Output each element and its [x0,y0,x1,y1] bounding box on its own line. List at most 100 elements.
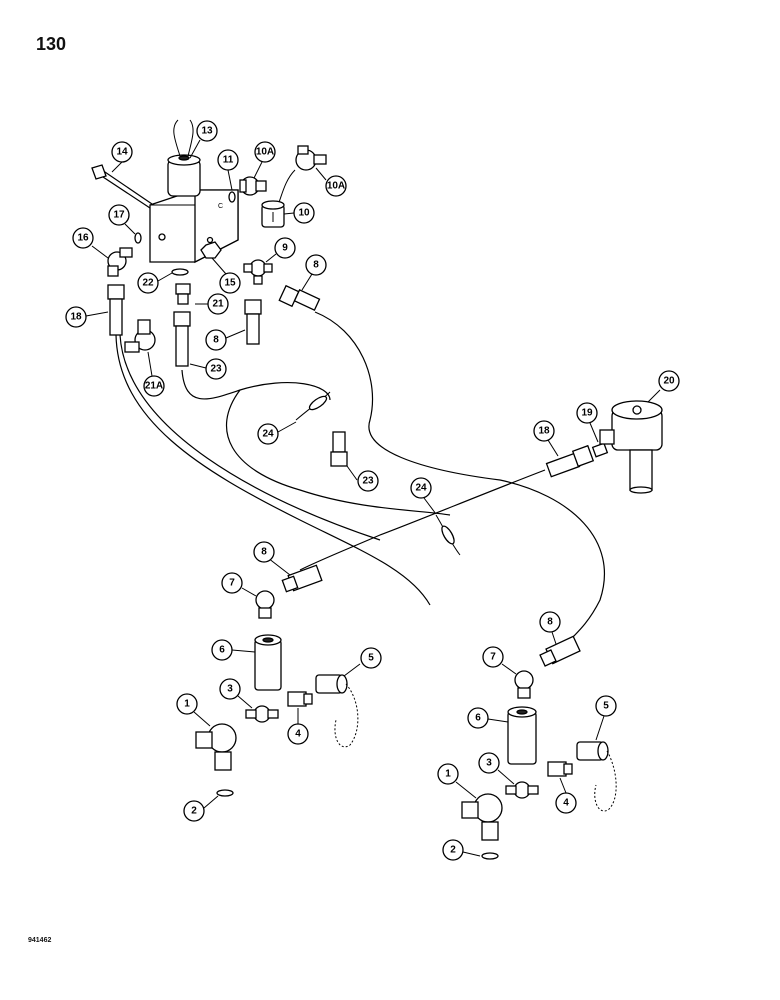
svg-text:6: 6 [475,713,481,724]
solenoid-valve-block: C [149,119,239,264]
lower-left-assembly [195,564,359,797]
valve-20 [599,400,663,494]
callout-1-lower-left: 1 [176,693,198,715]
elbow-fitting-10a [277,145,327,206]
svg-text:6: 6 [219,645,225,656]
svg-text:14: 14 [116,147,128,158]
callout-22: 22 [137,272,159,294]
elbow-fitting-21a [124,319,156,353]
callout-7-lower-left: 7 [221,572,243,594]
svg-text:1: 1 [184,699,190,710]
o-ring-22 [171,268,189,276]
svg-text:8: 8 [313,260,319,271]
svg-text:17: 17 [113,210,125,221]
callout-4-lower-right: 4 [555,792,577,814]
page-number: 130 [36,34,67,54]
svg-text:4: 4 [563,798,569,809]
hose-end-18-upper [107,284,125,336]
svg-text:20: 20 [663,376,675,387]
callout-15: 15 [219,272,241,294]
svg-text:11: 11 [223,155,234,166]
callout-6-lower-left: 6 [211,639,233,661]
svg-text:3: 3 [486,758,492,769]
svg-text:C: C [218,203,223,210]
callout-8-lower-left: 8 [253,541,275,563]
callout-18-upper-left: 18 [65,306,87,328]
callout-5-lower-left: 5 [360,647,382,669]
svg-text:7: 7 [490,652,496,663]
o-ring-12 [228,191,236,203]
hose-end-8-upper-left [244,299,262,345]
callout-16: 16 [72,227,94,249]
svg-text:9: 9 [282,243,288,254]
svg-text:21A: 21A [145,381,163,392]
fitting-19 [591,442,609,458]
callout-7-lower-right: 7 [482,646,504,668]
callout-11: 10A [254,141,276,163]
svg-text:15: 15 [224,278,236,289]
svg-text:2: 2 [450,845,456,856]
svg-text:16: 16 [77,233,89,244]
svg-text:18: 18 [70,312,82,323]
clip-24-upper [295,391,331,421]
svg-text:3: 3 [227,684,233,695]
callout-3-lower-left: 3 [219,678,241,700]
callout-8-upper-left: 8 [205,329,227,351]
svg-text:10: 10 [298,208,310,219]
callout-10: 10 [293,202,315,224]
callout-2-lower-left: 2 [183,800,205,822]
svg-text:10A: 10A [256,147,274,158]
callout-23-lower: 23 [357,470,379,492]
adapter-21 [175,283,191,305]
svg-text:21: 21 [212,299,224,310]
clip-24-lower [435,514,461,556]
fitting-10 [261,200,285,228]
nut-15 [200,241,222,259]
svg-text:22: 22 [142,278,154,289]
svg-text:23: 23 [362,476,374,487]
callout-17: 17 [108,204,130,226]
callout-19: 19 [576,402,598,424]
svg-text:23: 23 [210,364,222,375]
callout-24-lower: 24 [410,477,432,499]
callout-4-lower-left: 4 [287,723,309,745]
svg-text:10A: 10A [327,181,345,192]
svg-text:24: 24 [262,429,274,440]
callout-24-upper: 24 [257,423,279,445]
callout-12: 11 [217,149,239,171]
callouts: 13 14 11 10A 10A 10 9 8 17 16 22 15 [65,120,680,861]
callout-21a: 21A [143,375,165,397]
elbow-fitting-11 [239,176,267,196]
callout-5-lower-right: 5 [595,695,617,717]
callout-20: 20 [658,370,680,392]
callout-21: 21 [207,293,229,315]
figure-code: 941462 [28,937,52,944]
o-ring-17 [134,232,142,244]
callout-9: 9 [274,237,296,259]
callout-10a: 10A [325,175,347,197]
hose-lines [115,311,605,641]
bolt-14 [91,164,153,209]
callout-18-right: 18 [533,420,555,442]
svg-text:5: 5 [368,653,374,664]
callout-8-upper-right: 8 [305,254,327,276]
svg-text:19: 19 [581,408,593,419]
fitting-23-lower [330,431,348,467]
svg-text:8: 8 [547,617,553,628]
svg-text:24: 24 [415,483,427,494]
svg-text:18: 18 [538,426,550,437]
callout-6-lower-right: 6 [467,707,489,729]
svg-text:7: 7 [229,578,235,589]
hose-end-23-upper [173,311,191,367]
svg-text:4: 4 [295,729,301,740]
svg-text:1: 1 [445,769,451,780]
svg-text:8: 8 [213,335,219,346]
tee-fitting-9 [243,259,273,285]
hose-end-8-upper-right [278,284,321,311]
svg-text:13: 13 [201,126,213,137]
callout-2-lower-right: 2 [442,839,464,861]
svg-text:2: 2 [191,806,197,817]
callout-8-lower-right: 8 [539,611,561,633]
svg-text:5: 5 [603,701,609,712]
